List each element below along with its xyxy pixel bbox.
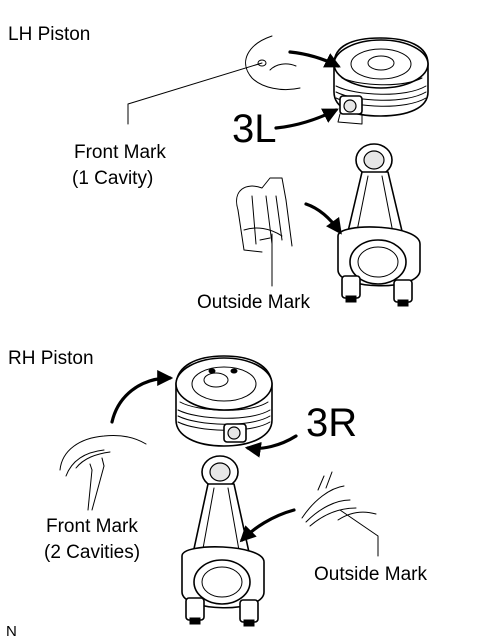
rh-piston-title: RH Piston: [8, 348, 94, 369]
rh-front-mark-leader-1: [87, 469, 93, 511]
rh-piston: [175, 355, 273, 447]
lh-piston: [333, 37, 429, 125]
rh-front-mark-label: Front Mark: [46, 516, 138, 537]
rh-outside-mark-arrow: [239, 508, 296, 543]
lh-outside-mark-arrow: [304, 202, 342, 235]
lh-connecting-rod: [337, 143, 421, 307]
lh-front-mark-detail: [245, 35, 301, 91]
rh-size-mark: 3R: [306, 401, 357, 445]
rh-outside-mark-label: Outside Mark: [314, 564, 427, 585]
lh-front-mark-cavity: (1 Cavity): [72, 168, 153, 189]
lh-front-mark-label: Front Mark: [74, 142, 166, 163]
rh-outside-mark-detail: [301, 471, 377, 527]
rh-size-mark-arrow: [244, 434, 298, 458]
rh-front-mark-detail: [59, 435, 147, 477]
lh-outside-mark-label: Outside Mark: [197, 292, 310, 313]
lh-front-mark-arrow: [288, 50, 341, 68]
rh-front-mark-arrow: [110, 370, 174, 424]
lh-outside-mark-detail: [236, 177, 293, 253]
corner-letter: N: [6, 623, 17, 640]
rh-connecting-rod: [181, 455, 265, 627]
rh-front-mark-cavities: (2 Cavities): [44, 542, 140, 563]
lh-front-mark-leader: [127, 62, 263, 125]
rh-outside-mark-leader: [339, 509, 379, 557]
rh-front-mark-leader-2: [91, 465, 105, 511]
lh-size-mark-arrow: [274, 108, 339, 130]
lh-piston-title: LH Piston: [8, 24, 90, 45]
lh-size-mark: 3L: [232, 107, 277, 151]
